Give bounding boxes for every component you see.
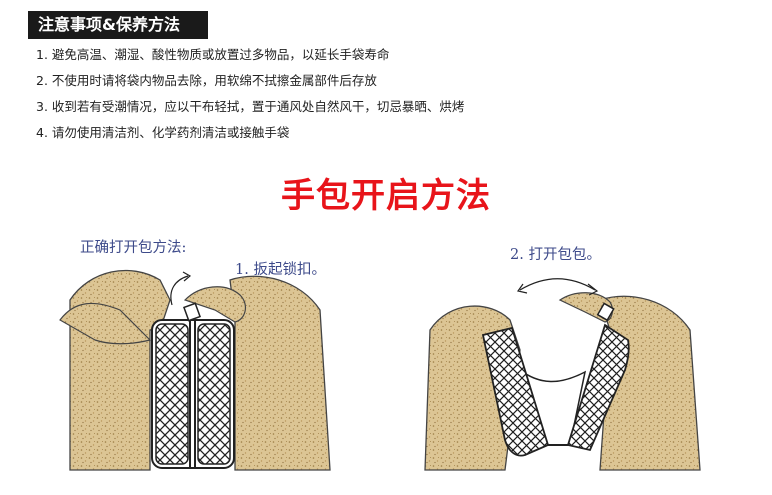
care-notes: 1. 避免高温、潮湿、酸性物质或放置过多物品，以延长手袋寿命 2. 不使用时请将… — [36, 42, 464, 146]
note-line-3: 3. 收到若有受潮情况，应以干布轻拭，置于通风处自然风干，切忌暴晒、烘烤 — [36, 99, 465, 114]
left-caption: 正确打开包方法: — [80, 240, 187, 256]
left-closed-bag — [151, 319, 235, 469]
clasp-icon-open — [596, 302, 615, 322]
note-line-4: 4. 请勿使用清洁剂、化学药剂清洁或接触手袋 — [36, 125, 290, 140]
step1-caption: 1. 扳起锁扣。 — [235, 262, 326, 278]
clasp-icon — [183, 302, 201, 322]
header-title: 注意事项&保养方法 — [28, 11, 208, 39]
section-title: 手包开启方法 — [281, 176, 491, 216]
curved-arrow-icon — [170, 275, 189, 306]
note-line-1: 1. 避免高温、潮湿、酸性物质或放置过多物品，以延长手袋寿命 — [36, 47, 390, 62]
step2-caption: 2. 打开包包。 — [510, 247, 601, 263]
note-line-2: 2. 不使用时请将袋内物品去除，用软绵不拭擦金属部件后存放 — [36, 73, 377, 88]
double-arrow-icon — [516, 278, 599, 296]
left-hand-illustration — [59, 269, 331, 471]
right-open-bag — [481, 323, 630, 457]
